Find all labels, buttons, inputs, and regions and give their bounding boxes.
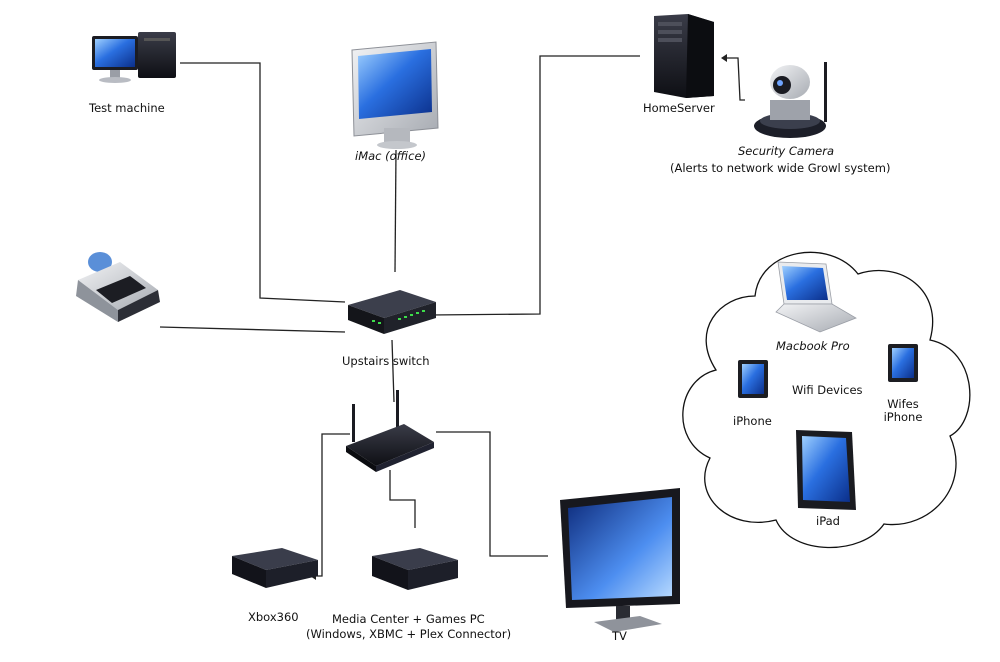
arrow-head	[721, 54, 727, 62]
phone-icon	[888, 344, 918, 382]
link-test-machine-switch	[180, 62, 346, 303]
media-pc-icon	[372, 548, 458, 590]
imac-label: iMac (office)	[355, 149, 427, 163]
network-switch-icon	[348, 290, 436, 334]
link-router-tv	[436, 431, 548, 557]
media-center-label: Media Center + Games PC	[332, 612, 485, 626]
test-machine-label: Test machine	[89, 101, 165, 115]
link-router-media	[389, 470, 416, 528]
macbook-label: Macbook Pro	[776, 339, 850, 353]
wifi-cloud-outline	[682, 251, 971, 549]
ipad-label: iPad	[816, 514, 840, 528]
link-router-xbox	[316, 433, 350, 577]
ip-camera-icon	[754, 62, 827, 138]
phone-icon	[738, 360, 768, 398]
connection-lines	[159, 55, 745, 577]
home-server-label: HomeServer	[643, 101, 715, 115]
tower-server-icon	[654, 14, 714, 98]
console-icon	[232, 548, 318, 588]
tablet-icon	[796, 430, 856, 510]
tv-label: TV	[612, 629, 627, 643]
security-camera-sublabel: (Alerts to network wide Growl system)	[670, 161, 891, 175]
xbox-label: Xbox360	[248, 610, 299, 624]
tv-icon	[560, 488, 680, 632]
iphone-label: iPhone	[733, 414, 772, 428]
upstairs-switch-label: Upstairs switch	[342, 354, 430, 368]
media-center-sublabel: (Windows, XBMC + Plex Connector)	[306, 627, 512, 641]
wifes-iphone-label: Wifes iPhone	[883, 397, 923, 424]
security-camera-label: Security Camera	[738, 144, 835, 158]
link-camera-server	[727, 57, 745, 101]
link-printer-switch	[159, 326, 346, 333]
laptop-icon	[775, 261, 857, 333]
link-switch-router	[391, 339, 395, 403]
wifi-router-icon	[346, 390, 434, 472]
link-server-switch	[429, 55, 640, 316]
printer-icon	[76, 252, 160, 322]
desktop-pc-icon	[92, 32, 176, 83]
link-imac-switch	[394, 149, 397, 273]
wifi-devices-title: Wifi Devices	[792, 383, 863, 397]
imac-icon	[351, 41, 439, 149]
